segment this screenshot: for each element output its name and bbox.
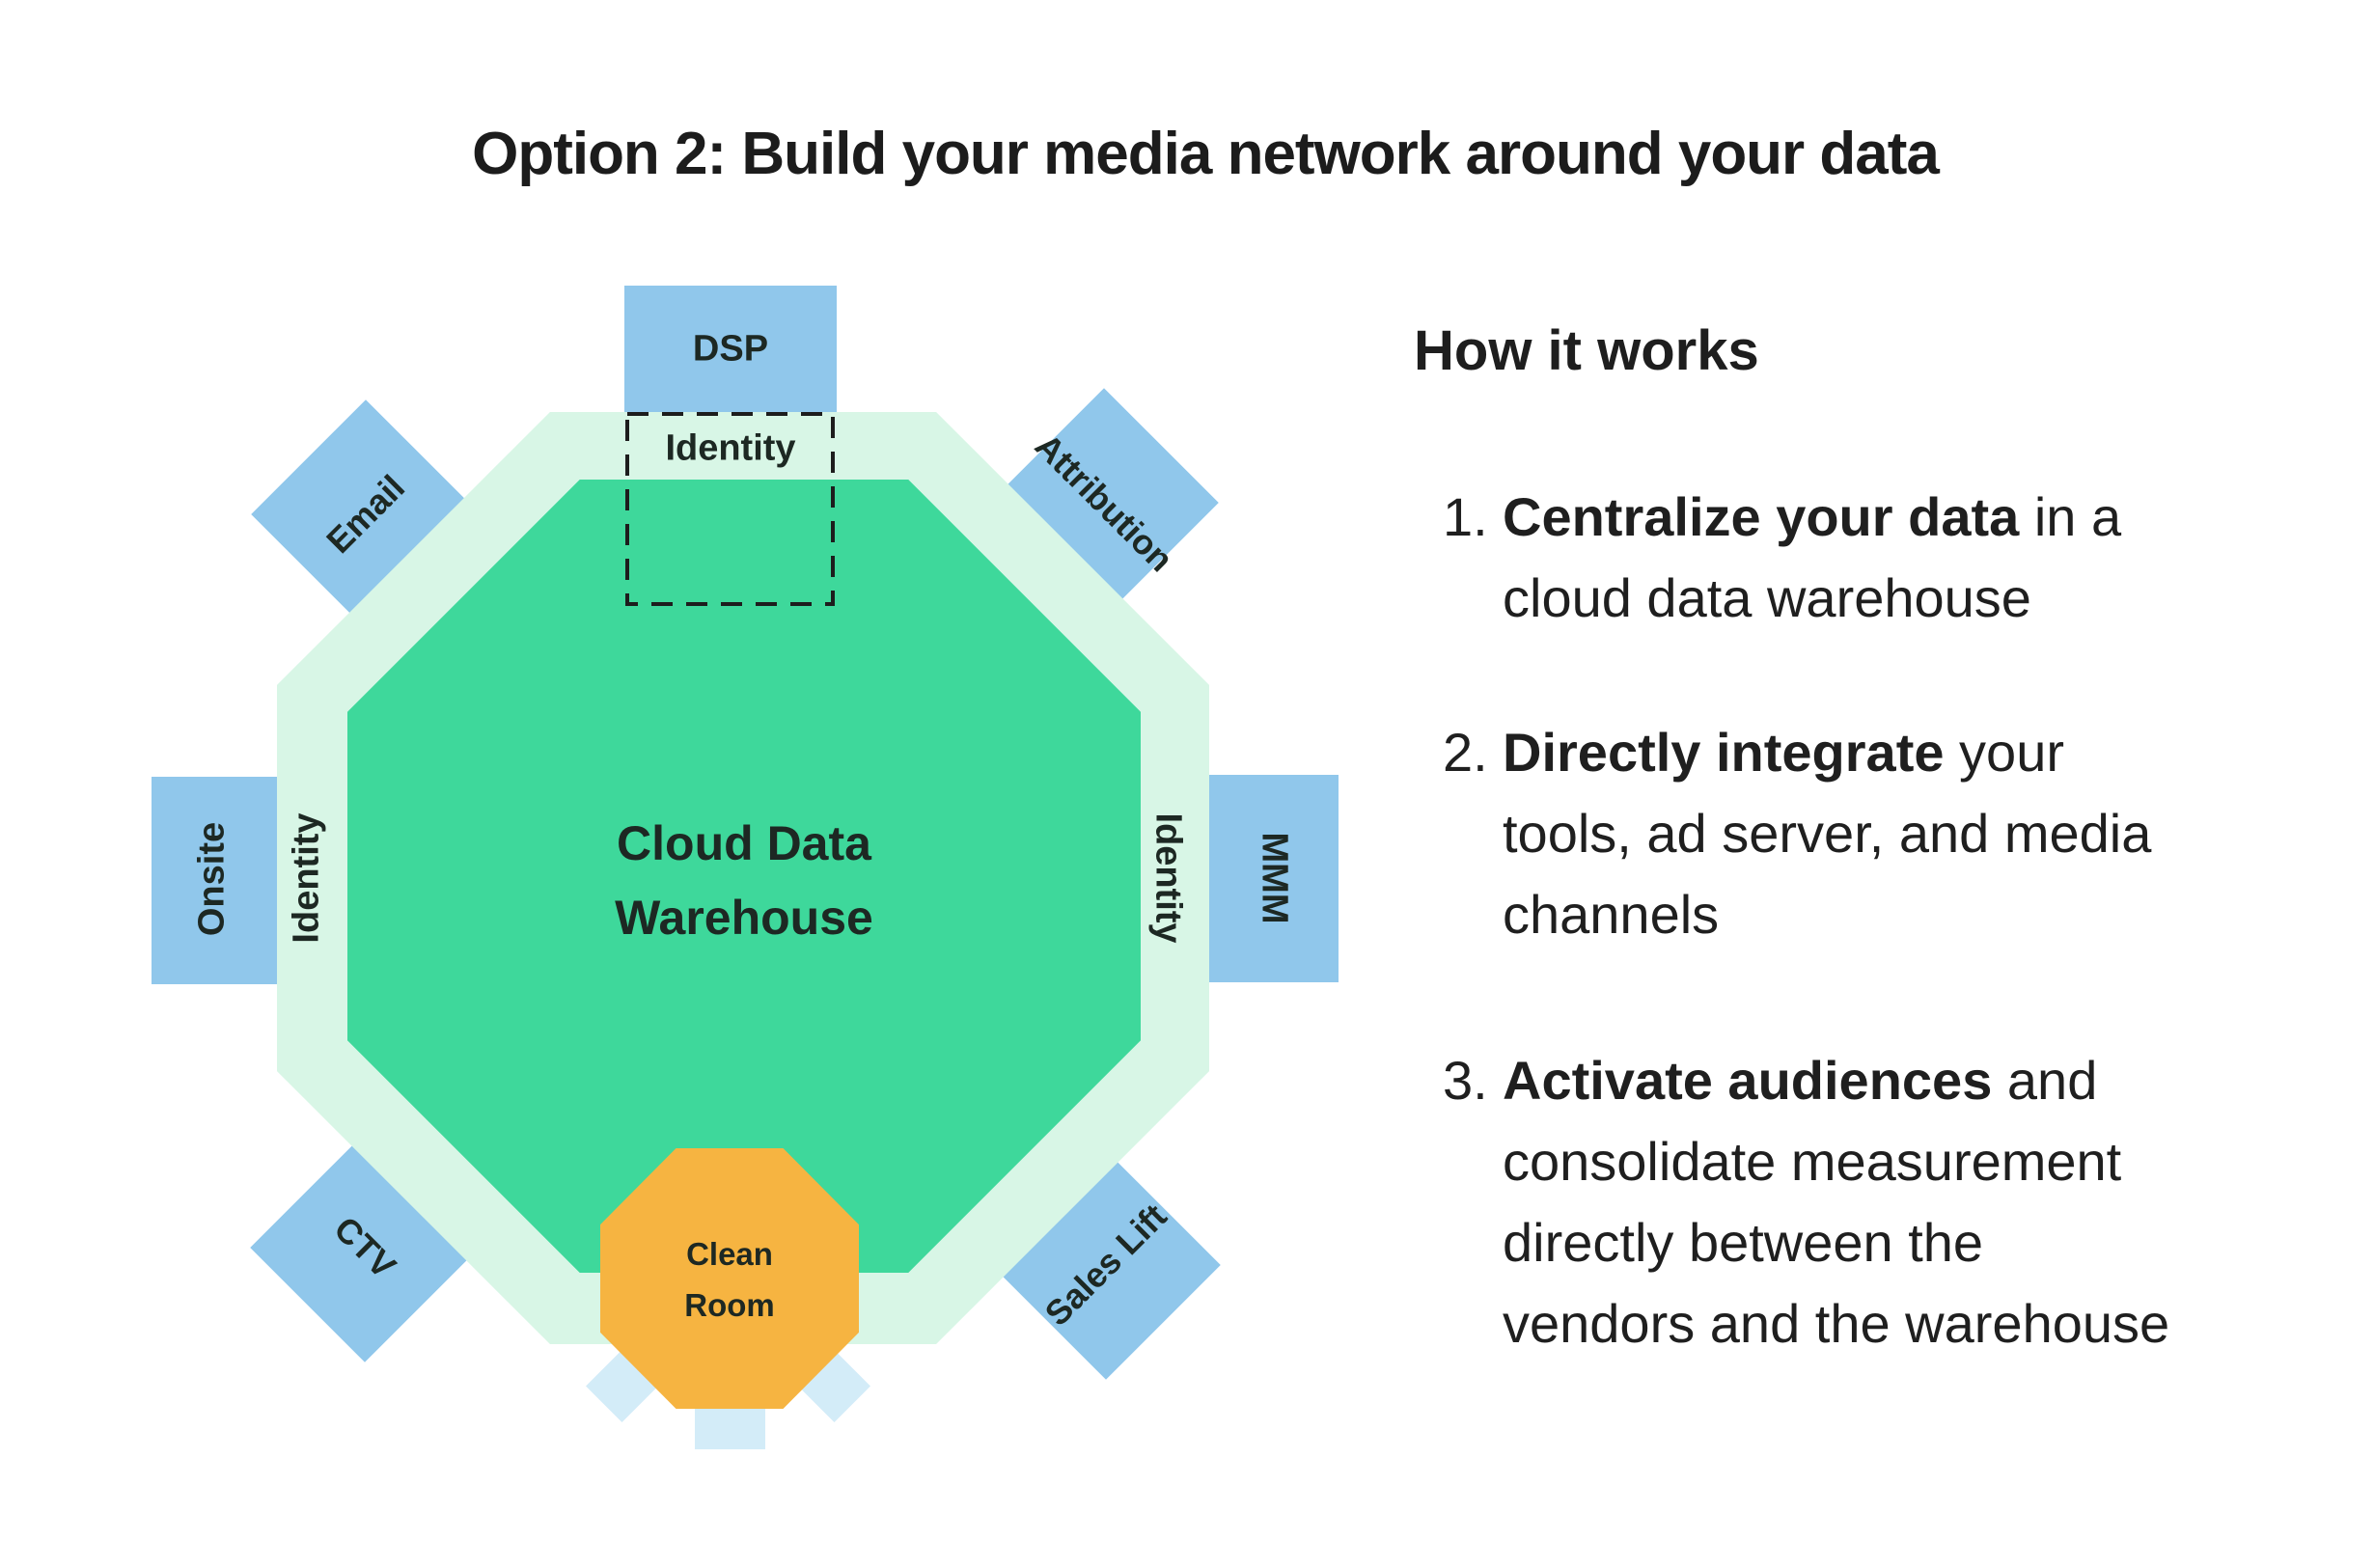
item-3-number: 3.	[1443, 1050, 1488, 1111]
item-1-line-2: cloud data warehouse	[1503, 567, 2031, 628]
item-1-line-1: Centralize your data in a	[1503, 486, 2122, 547]
identity-dashed-box	[625, 412, 835, 606]
clean-room-label-line1: Clean	[686, 1236, 773, 1272]
how-it-works-item-1: 1. Centralize your data in a cloud data …	[1443, 477, 2369, 639]
how-it-works-item-3: 3. Activate audiences and consolidate me…	[1443, 1040, 2369, 1364]
item-3-line-4: vendors and the warehouse	[1503, 1293, 2170, 1354]
clean-room-label: Clean Room	[684, 1228, 775, 1331]
cloud-data-warehouse-label: Cloud Data Warehouse	[615, 807, 873, 955]
item-2-line-2: tools, ad server, and media	[1503, 803, 2152, 864]
identity-label-right: Identity	[1147, 812, 1189, 944]
item-3-line-1: Activate audiences and	[1503, 1050, 2098, 1111]
item-2-line-1: Directly integrate your	[1503, 722, 2064, 783]
page-title: Option 2: Build your media network aroun…	[472, 121, 1940, 187]
how-it-works-item-2: 2. Directly integrate your tools, ad ser…	[1443, 712, 2369, 955]
cloud-data-warehouse-label-line1: Cloud Data	[617, 816, 871, 870]
cloud-data-warehouse-label-line2: Warehouse	[615, 891, 873, 945]
cloud-data-warehouse-octagon	[347, 480, 1141, 1273]
clean-room-octagon	[600, 1148, 859, 1409]
identity-label-left: Identity	[286, 812, 327, 944]
clean-room-label-line2: Room	[684, 1287, 775, 1323]
item-3-line-2: consolidate measurement	[1503, 1131, 2122, 1192]
dsp-label: DSP	[692, 328, 769, 370]
item-2-number: 2.	[1443, 722, 1488, 783]
mmm-label: MMM	[1254, 832, 1295, 924]
how-it-works-heading: How it works	[1414, 319, 1759, 382]
item-1-number: 1.	[1443, 486, 1488, 547]
item-3-line-3: directly between the	[1503, 1212, 1984, 1273]
identity-label-top: Identity	[665, 427, 796, 469]
item-2-line-3: channels	[1503, 884, 1720, 945]
onsite-label: Onsite	[191, 821, 233, 937]
